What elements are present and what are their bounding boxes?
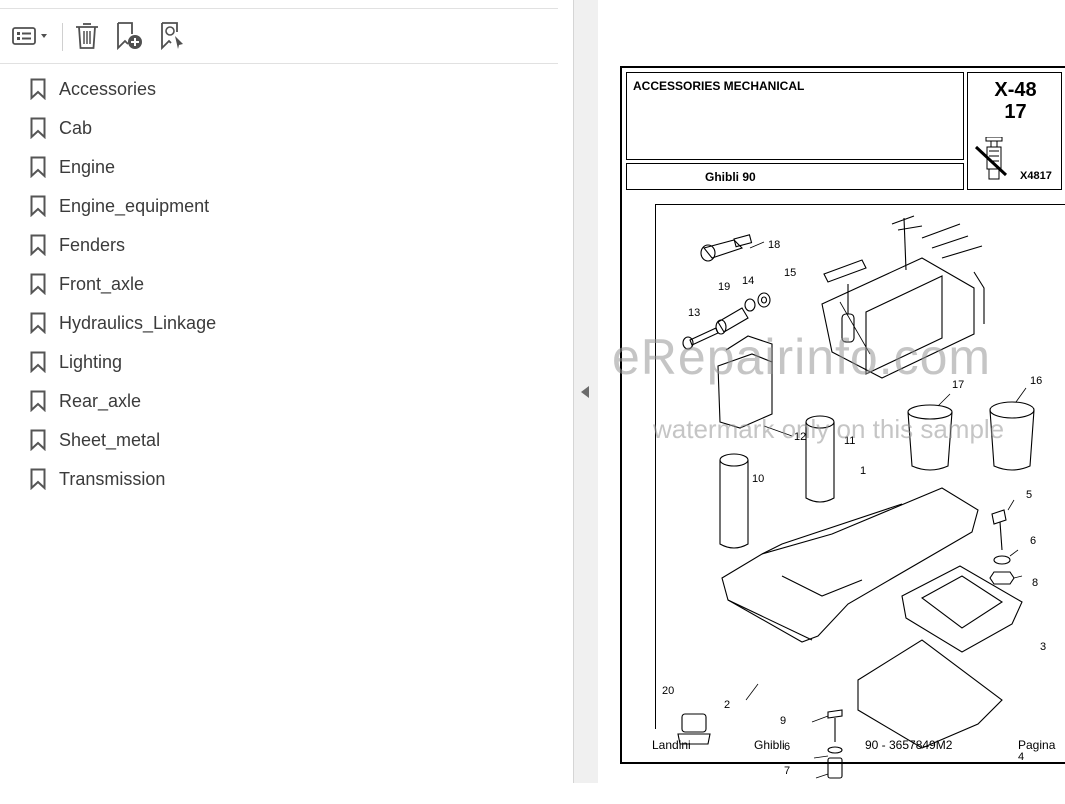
- reference-line-1: X-48: [994, 79, 1037, 101]
- part-label: 7: [784, 765, 790, 777]
- footer-part-number: 90 - 3657849M2: [865, 738, 953, 752]
- reference-number: X-48 17: [968, 79, 1063, 123]
- part-label: 18: [768, 239, 780, 251]
- part-key-icon: [974, 137, 1008, 180]
- bookmark-label: Engine_equipment: [59, 196, 210, 216]
- part-label: 9: [780, 715, 786, 727]
- panel-splitter[interactable]: [573, 0, 598, 783]
- bookmark-engine[interactable]: Engine: [0, 148, 558, 187]
- footer-brand: Landini: [652, 738, 691, 752]
- bookmark-label: Transmission: [59, 469, 166, 489]
- bookmark-transmission[interactable]: Transmission: [0, 460, 558, 499]
- part-label: 20: [662, 685, 674, 697]
- part-label: 6: [1030, 535, 1036, 547]
- bookmark-label: Front_axle: [59, 274, 145, 294]
- bookmark-engine-equipment[interactable]: Engine_equipment: [0, 187, 558, 226]
- part-label: 16: [1030, 375, 1042, 387]
- find-bookmark-button[interactable]: [156, 19, 190, 53]
- bookmark-icon: [30, 78, 46, 100]
- watermark-subtext: watermark only on this sample: [653, 414, 1005, 444]
- bookmark-search-icon: [161, 22, 183, 51]
- add-bookmark-button[interactable]: [112, 19, 146, 53]
- bookmarks-panel: Accessories Cab Engine Engine_equipment …: [0, 8, 558, 499]
- bookmark-icon: [30, 195, 46, 217]
- bookmark-label: Accessories: [59, 79, 157, 99]
- bookmark-list: Accessories Cab Engine Engine_equipment …: [0, 70, 558, 499]
- bookmark-icon: [30, 390, 46, 412]
- part-label: 11: [844, 435, 855, 447]
- bookmark-lighting[interactable]: Lighting: [0, 343, 558, 382]
- part-18-fitting: [700, 234, 753, 262]
- part-label: 8: [1032, 577, 1038, 589]
- drawing-frame: [655, 204, 1065, 729]
- document-view[interactable]: ACCESSORIES MECHANICAL Ghibli 90 X-48 17…: [598, 0, 1065, 783]
- title-box: ACCESSORIES MECHANICAL: [626, 72, 964, 160]
- watermark-text: eRepairinfo.com: [612, 329, 992, 385]
- reference-line-2: 17: [1004, 101, 1027, 123]
- footer-page-label: Pagina: [1018, 738, 1056, 752]
- part-number-labels: 18 14 15 19 13 12 1 17 16 11 10 5 6 8 2 …: [662, 239, 1046, 777]
- part-label: 13: [688, 307, 700, 319]
- page-title: ACCESSORIES MECHANICAL: [633, 79, 805, 93]
- bookmark-accessories[interactable]: Accessories: [0, 70, 558, 109]
- collapse-panel-arrow-icon[interactable]: [581, 386, 589, 398]
- bookmark-cab[interactable]: Cab: [0, 109, 558, 148]
- toolbar-separator: [62, 23, 63, 51]
- exploded-parts-diagram: 18 14 15 19 13 12 1 17 16 11 10 5 6 8 2 …: [662, 215, 1046, 779]
- delete-bookmark-button[interactable]: [70, 19, 104, 53]
- bookmark-front-axle[interactable]: Front_axle: [0, 265, 558, 304]
- trash-icon: [76, 23, 98, 49]
- bookmark-label: Engine: [59, 157, 116, 177]
- bookmark-icon: [30, 273, 46, 295]
- bookmark-fenders[interactable]: Fenders: [0, 226, 558, 265]
- bookmark-rear-axle[interactable]: Rear_axle: [0, 382, 558, 421]
- part-label: 12: [794, 431, 806, 443]
- bookmark-icon: [30, 429, 46, 451]
- bookmark-label: Lighting: [59, 352, 123, 372]
- bookmark-add-icon: [117, 22, 142, 51]
- bookmark-hydraulics-linkage[interactable]: Hydraulics_Linkage: [0, 304, 558, 343]
- options-menu-button[interactable]: [8, 19, 52, 53]
- part-label: 17: [952, 379, 964, 391]
- list-options-icon: [12, 27, 47, 45]
- part-label: 2: [724, 699, 730, 711]
- bookmark-label: Fenders: [59, 235, 126, 255]
- bookmark-label: Rear_axle: [59, 391, 142, 411]
- bookmark-icon: [30, 117, 46, 139]
- part-label: 3: [1040, 641, 1046, 653]
- reference-box: X-48 17 X4817: [967, 72, 1062, 190]
- bookmark-icon: [30, 351, 46, 373]
- part-label: 1: [860, 465, 866, 477]
- part-label: 15: [784, 267, 796, 279]
- bookmarks-toolbar: [0, 8, 558, 64]
- bookmark-icon: [30, 156, 46, 178]
- bookmark-sheet-metal[interactable]: Sheet_metal: [0, 421, 558, 460]
- model-box: Ghibli 90: [626, 163, 964, 190]
- part-label: 19: [718, 281, 730, 293]
- part-label: 14: [742, 275, 754, 287]
- bookmark-label: Sheet_metal: [59, 430, 161, 450]
- part-label: 6: [784, 741, 790, 753]
- pdf-page: ACCESSORIES MECHANICAL Ghibli 90 X-48 17…: [620, 66, 1065, 779]
- footer-model: Ghibli: [754, 738, 785, 752]
- bookmark-label: Cab: [59, 118, 93, 138]
- bookmark-icon: [30, 312, 46, 334]
- reference-code: X4817: [1020, 170, 1052, 182]
- part-label: 10: [752, 473, 764, 485]
- part-label: 5: [1026, 489, 1032, 501]
- bookmark-label: Hydraulics_Linkage: [59, 313, 217, 333]
- part-label: 4: [1018, 751, 1024, 763]
- bookmark-icon: [30, 234, 46, 256]
- bookmark-icon: [30, 468, 46, 490]
- model-label: Ghibli 90: [705, 170, 756, 184]
